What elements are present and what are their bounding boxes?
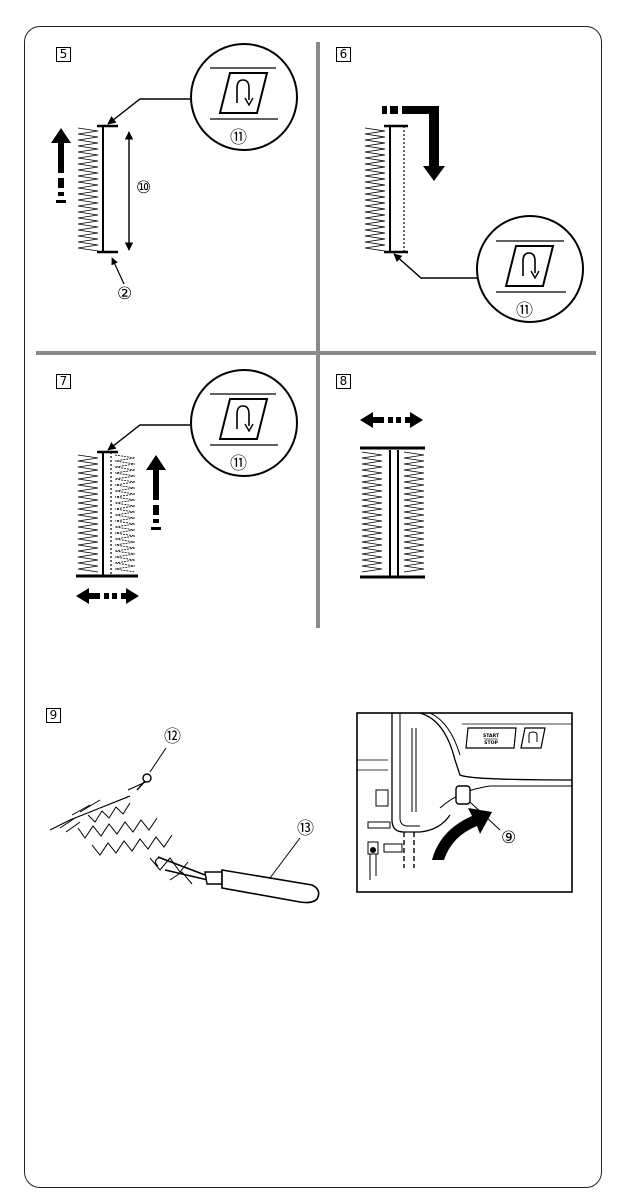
reverse-stitch-icon	[521, 728, 545, 748]
callout-lever-9: ⑨	[501, 828, 516, 848]
stop-label: STOP	[484, 740, 498, 746]
start-label: START	[483, 733, 500, 739]
start-stop-button: START STOP	[466, 728, 516, 748]
